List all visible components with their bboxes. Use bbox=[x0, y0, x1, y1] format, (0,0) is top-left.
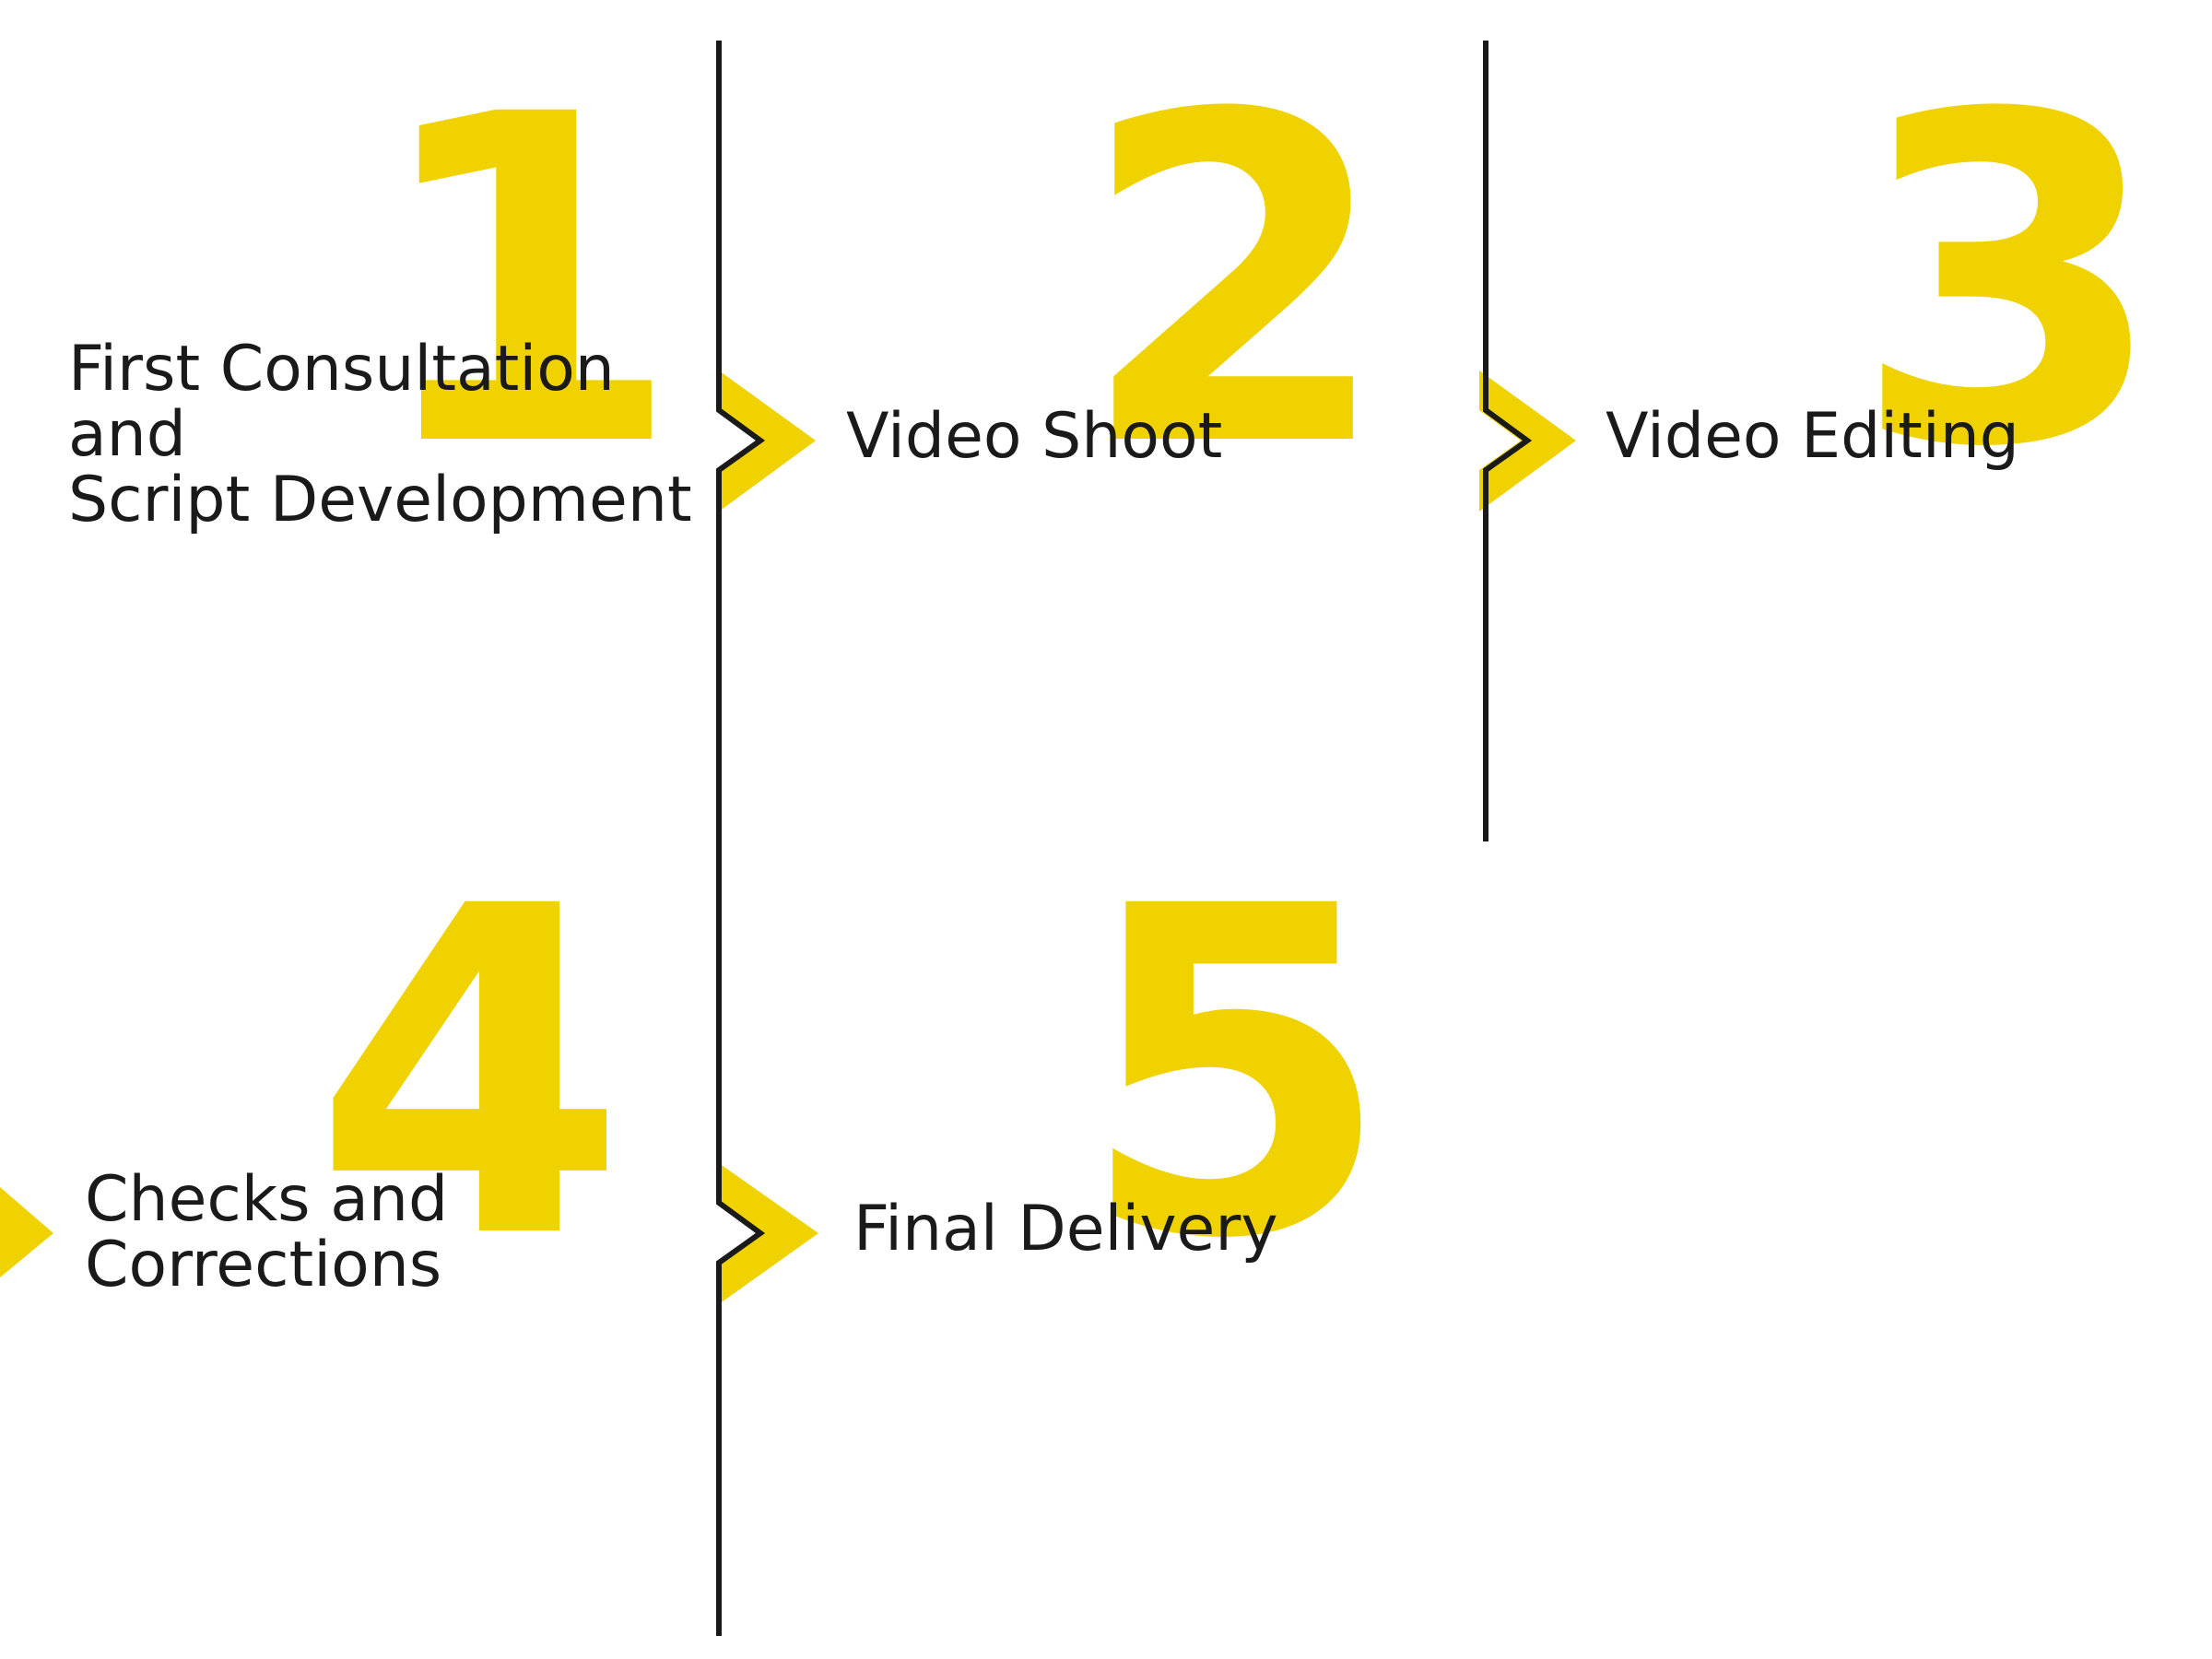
divider-line-top-right bbox=[1483, 41, 1533, 841]
step-2-chevron-icon bbox=[719, 371, 816, 512]
step-1-label-line: First Consultation bbox=[68, 333, 615, 406]
step-1-label: First Consultation and Script Developmen… bbox=[68, 336, 692, 533]
step-4-label-line: Corrections bbox=[85, 1229, 442, 1301]
step-4-chevron-icon bbox=[0, 1187, 53, 1277]
step-2-label-line: Video Shoot bbox=[846, 400, 1223, 473]
divider-line-bottom bbox=[716, 830, 766, 1636]
step-4-label: Checks and Corrections bbox=[85, 1167, 448, 1298]
step-1-label-line: Script Development bbox=[68, 464, 692, 536]
divider-line-top-left bbox=[716, 41, 766, 837]
step-2-number: 2 bbox=[1078, 19, 1393, 546]
step-5-chevron-icon bbox=[719, 1163, 818, 1304]
step-5-label-line: Final Delivery bbox=[853, 1193, 1278, 1265]
step-3-label: Video Editing bbox=[1606, 404, 2019, 469]
step-5-number: 5 bbox=[1078, 811, 1393, 1337]
step-2-label: Video Shoot bbox=[846, 404, 1222, 469]
step-3-number: 3 bbox=[1853, 19, 2167, 546]
step-4-label-line: Checks and bbox=[85, 1163, 449, 1236]
step-5-label: Final Delivery bbox=[853, 1196, 1278, 1262]
step-4-number: 4 bbox=[313, 811, 628, 1337]
step-1-number: 1 bbox=[369, 19, 683, 546]
step-3-label-line: Video Editing bbox=[1606, 400, 2019, 473]
step-1-label-line: and bbox=[68, 398, 186, 471]
